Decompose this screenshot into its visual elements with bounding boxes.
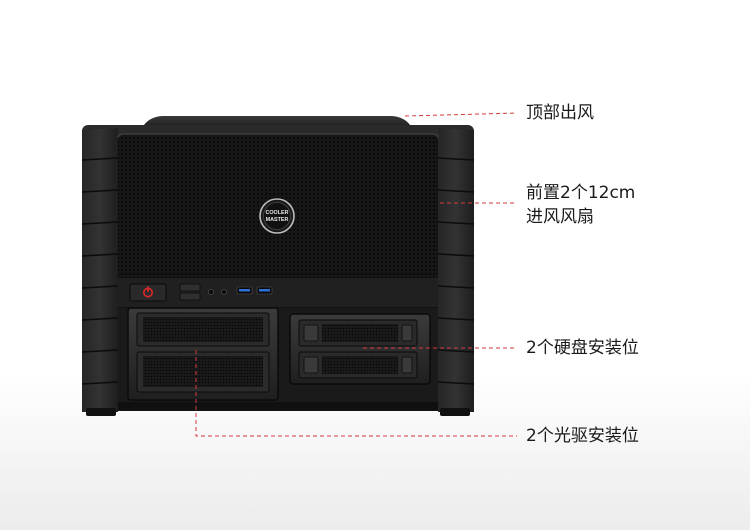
hard-drive-bays: [289, 313, 431, 385]
callout-front-fans: 前置2个12cm 进风风扇: [526, 181, 635, 229]
left-bumper: [81, 128, 119, 412]
left-foot: [86, 408, 116, 416]
callout-hdd-bays-text: 2个硬盘安装位: [526, 338, 639, 358]
reset-button[interactable]: [179, 283, 201, 301]
hdd-tray-2[interactable]: [298, 351, 418, 379]
callout-top-exhaust: 顶部出风: [526, 101, 594, 125]
leader-line-top-exhaust: [404, 112, 518, 117]
callout-front-fans-line2: 进风风扇: [526, 207, 594, 227]
hdd-tray-1[interactable]: [298, 319, 418, 347]
brand-logo-line2: MASTER: [266, 217, 289, 223]
callout-odd-bays: 2个光驱安装位: [526, 424, 639, 448]
callout-hdd-bays: 2个硬盘安装位: [526, 336, 639, 360]
brand-logo: COOLER MASTER: [259, 198, 295, 234]
optical-bay-1[interactable]: [136, 312, 270, 347]
callout-front-fans-line1: 前置2个12cm: [526, 183, 636, 203]
right-bumper: [437, 128, 475, 412]
optical-drive-bays: [127, 307, 279, 401]
usb-ports[interactable]: [236, 286, 273, 295]
bottom-trim: [118, 402, 438, 410]
brand-logo-line1: COOLER: [265, 210, 288, 216]
leader-line-odd-bays: [195, 350, 517, 437]
callout-odd-bays-text: 2个光驱安装位: [526, 426, 639, 446]
callout-top-exhaust-text: 顶部出风: [526, 103, 594, 123]
power-button[interactable]: [129, 283, 167, 302]
optical-bay-2[interactable]: [136, 351, 270, 393]
io-strip: [118, 278, 438, 308]
audio-jacks[interactable]: [207, 288, 227, 295]
leader-lines: [195, 112, 518, 437]
pc-case: COOLER MASTER: [81, 116, 475, 416]
right-foot: [440, 408, 470, 416]
power-icon: [143, 286, 154, 298]
